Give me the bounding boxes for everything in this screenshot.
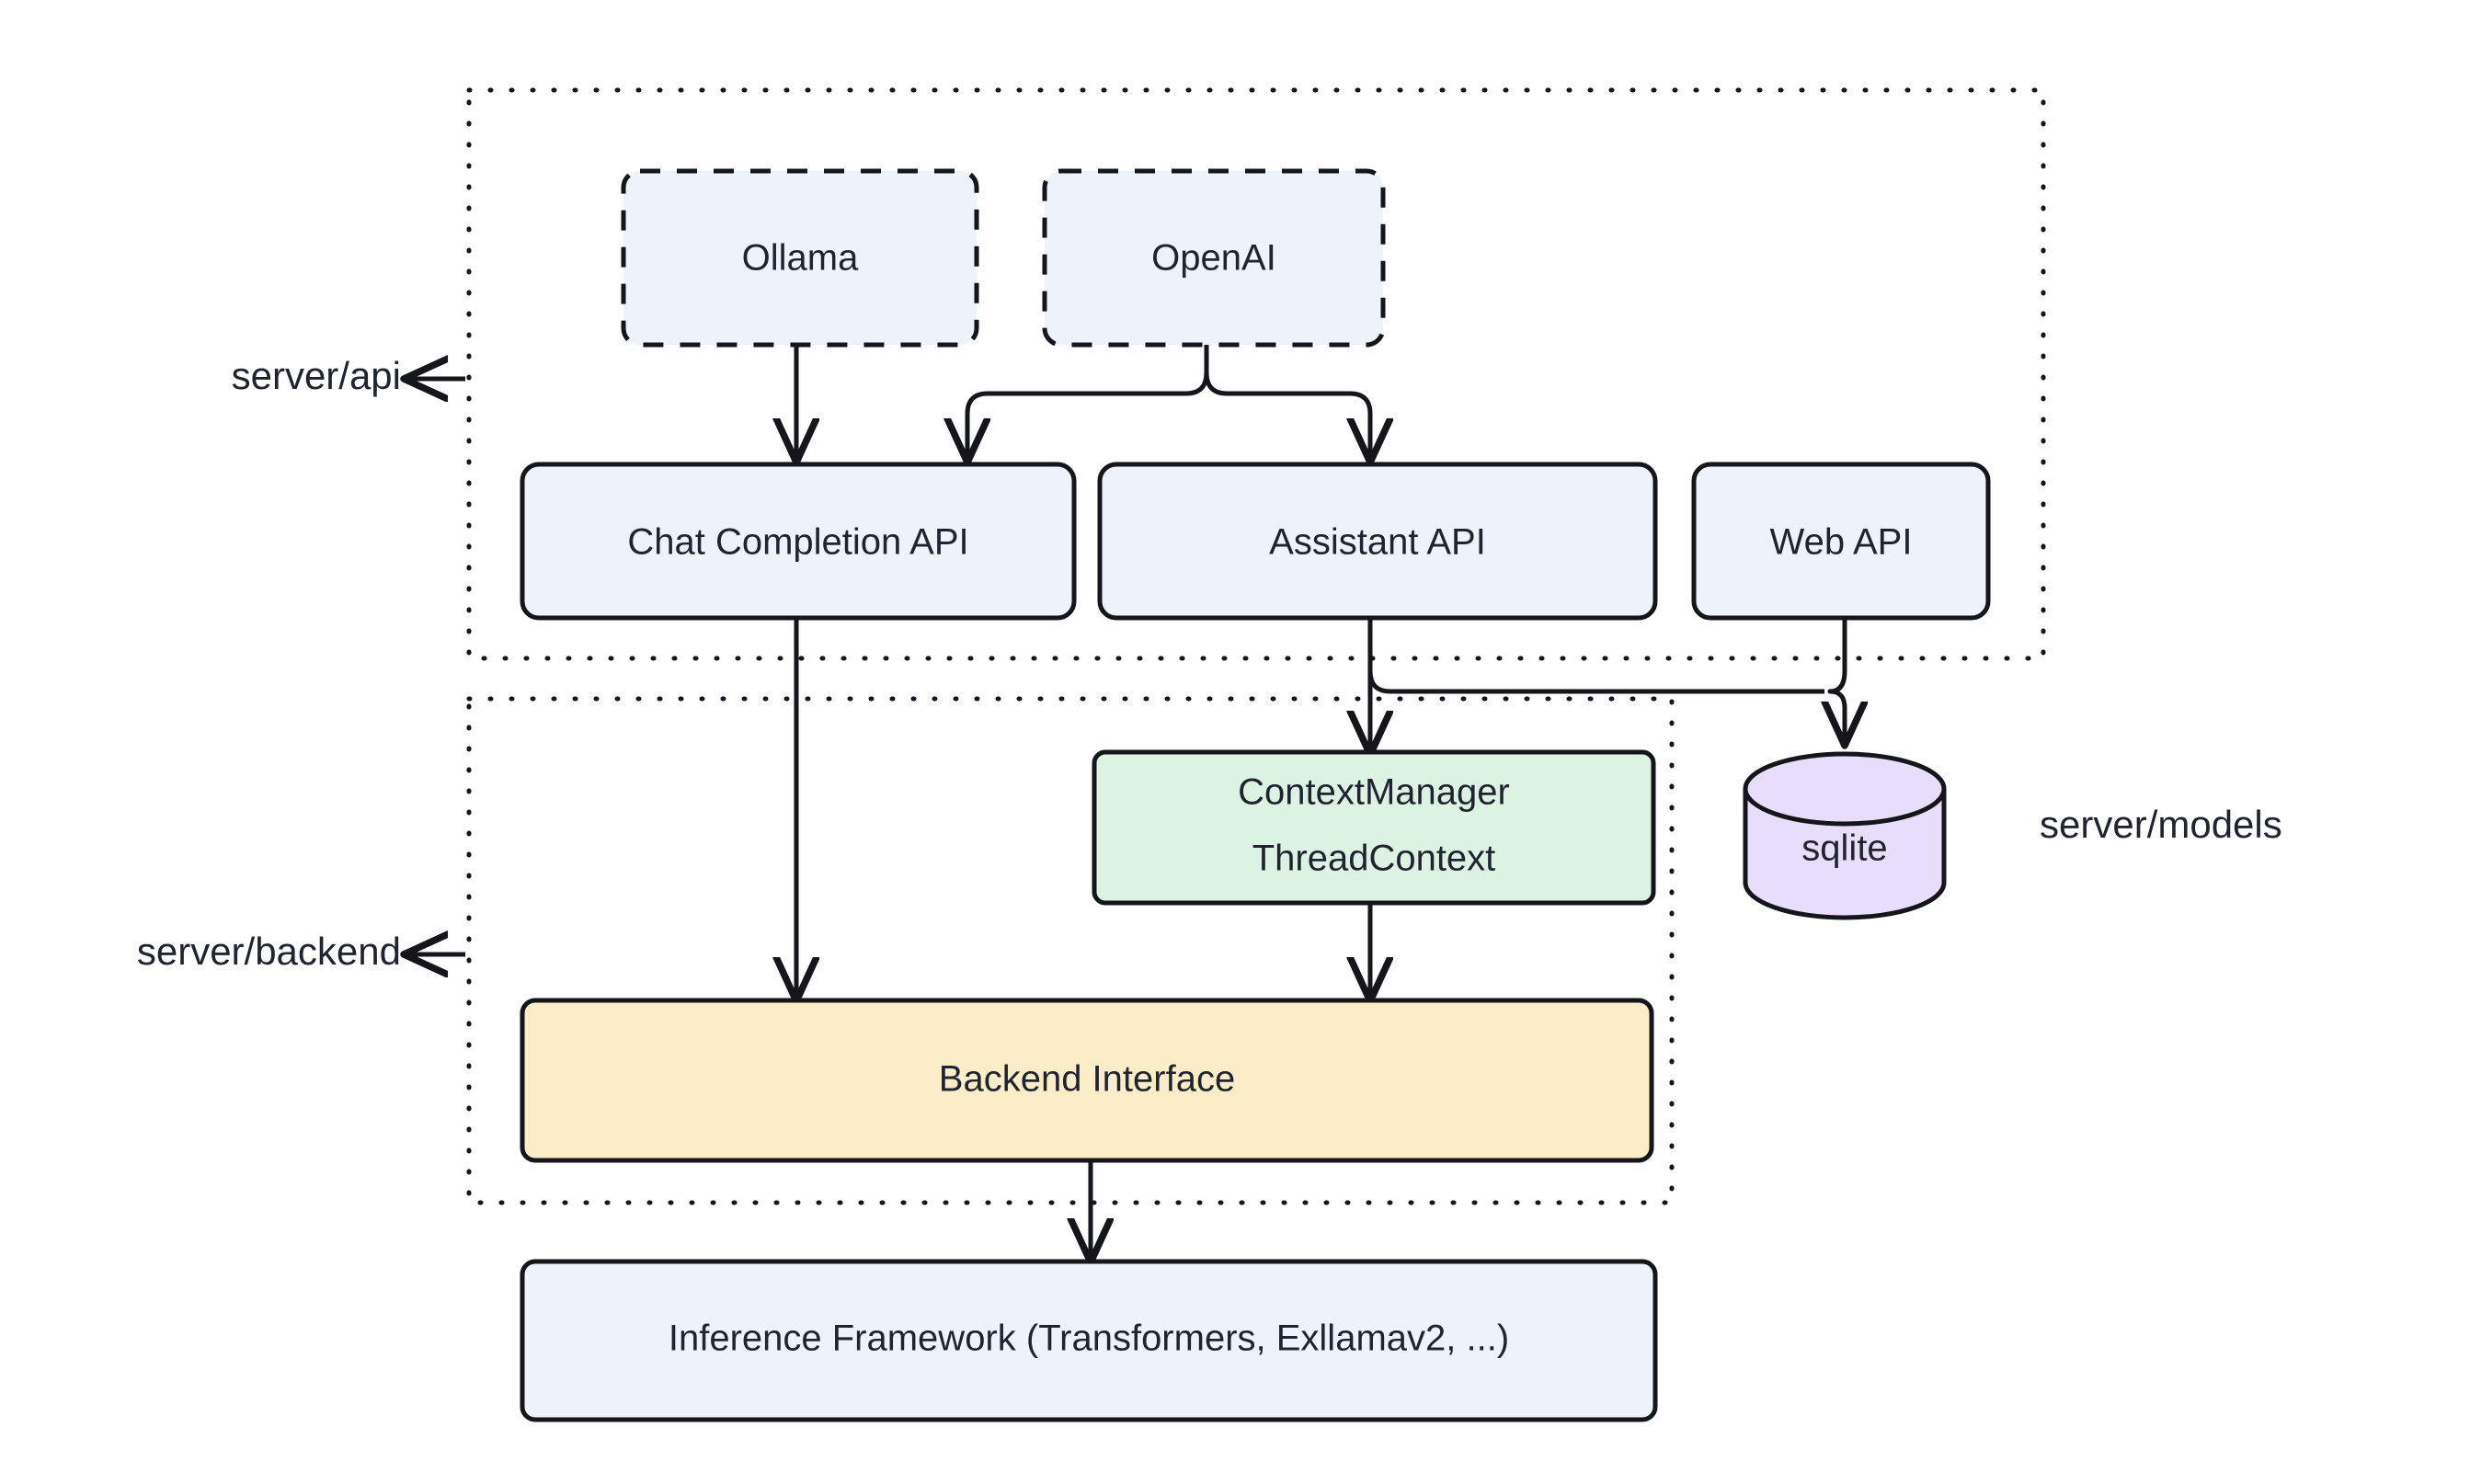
node-web-api[interactable]: Web API bbox=[1691, 462, 1991, 621]
node-backend-interface-label: Backend Interface bbox=[939, 1059, 1235, 1100]
node-context-manager-label-line2: ThreadContext bbox=[1252, 839, 1496, 879]
node-chat-completion-api-label: Chat Completion API bbox=[627, 522, 968, 563]
node-ollama[interactable]: Ollama bbox=[621, 168, 979, 348]
node-sqlite[interactable]: sqlite bbox=[1743, 751, 1947, 920]
node-web-api-label: Web API bbox=[1770, 522, 1913, 563]
node-web-api-shape[interactable] bbox=[1691, 462, 1991, 621]
group-label-server-backend: server/backend bbox=[137, 930, 465, 973]
node-inference-framework-shape[interactable] bbox=[520, 1259, 1658, 1422]
edge-openai-to-assistant-api bbox=[1204, 345, 1370, 460]
node-inference-framework-label: Inference Framework (Transformers, Exlla… bbox=[669, 1318, 1509, 1359]
node-inference-framework[interactable]: Inference Framework (Transformers, Exlla… bbox=[520, 1259, 1658, 1422]
node-assistant-api-shape[interactable] bbox=[1097, 462, 1658, 621]
node-backend-interface[interactable]: Backend Interface bbox=[520, 998, 1654, 1163]
node-backend-interface-shape[interactable] bbox=[520, 998, 1654, 1163]
group-border-server-backend bbox=[466, 696, 1675, 1205]
node-assistant-api-label: Assistant API bbox=[1269, 522, 1486, 563]
node-sqlite-label: sqlite bbox=[1801, 828, 1887, 869]
node-openai[interactable]: OpenAI bbox=[1042, 168, 1386, 348]
group-label-server-api: server/api bbox=[232, 354, 465, 397]
node-context-manager[interactable]: ContextManager ThreadContext bbox=[1092, 749, 1656, 906]
edge-web-api-to-sqlite bbox=[1830, 618, 1845, 743]
edge-openai-to-chat-api bbox=[967, 345, 1209, 460]
group-label-server-models-text: server/models bbox=[2040, 803, 2282, 846]
node-openai-label: OpenAI bbox=[1151, 238, 1276, 279]
node-context-manager-label-line1: ContextManager bbox=[1238, 772, 1510, 813]
node-chat-completion-api-shape[interactable] bbox=[520, 462, 1077, 621]
group-label-server-api-text: server/api bbox=[232, 354, 401, 397]
group-label-server-models: server/models bbox=[2040, 803, 2282, 846]
node-ollama-shape[interactable] bbox=[621, 168, 979, 348]
group-label-server-backend-text: server/backend bbox=[137, 930, 401, 973]
node-openai-shape[interactable] bbox=[1042, 168, 1386, 348]
node-ollama-label: Ollama bbox=[742, 238, 859, 279]
node-sqlite-top-ellipse bbox=[1743, 751, 1947, 827]
node-context-manager-shape[interactable] bbox=[1092, 749, 1656, 906]
node-assistant-api[interactable]: Assistant API bbox=[1097, 462, 1658, 621]
node-chat-completion-api[interactable]: Chat Completion API bbox=[520, 462, 1077, 621]
group-server-backend bbox=[466, 696, 1675, 1205]
edge-assistant-api-to-sqlite bbox=[1367, 618, 1824, 694]
